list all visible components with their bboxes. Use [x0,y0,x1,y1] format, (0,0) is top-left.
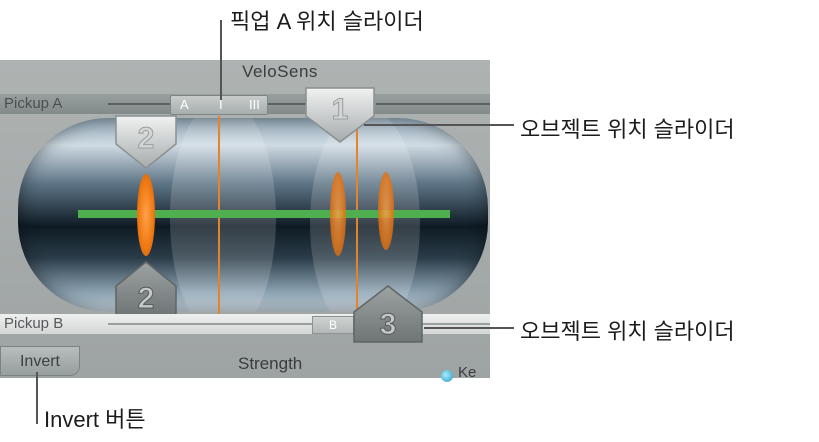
pickup-a-position-slider[interactable]: A I III [170,95,268,115]
pickup-b-position-slider[interactable]: B [312,316,354,334]
object-2-bottom-position-slider[interactable]: 2 [114,260,178,318]
pickup-b-mark: B [328,318,337,332]
callout-pickup-a-leader [220,20,222,100]
object-1-number: 1 [332,93,349,126]
object-2-top-number: 2 [138,122,155,155]
pickup-a-mark-i: I [219,97,223,112]
object-3-number: 3 [380,308,397,341]
callout-pickup-a-slider: 픽업 A 위치 슬라이더 [230,9,424,34]
velosens-label: VeloSens [242,62,318,81]
object-1-oval [330,172,346,256]
object-3-position-slider[interactable]: 3 [352,284,424,344]
pickup-b-track-left [108,323,312,325]
invert-button[interactable]: Invert [0,346,80,376]
string-line [78,210,450,218]
object-2-bottom-number: 2 [138,282,155,315]
pickup-a-track-right [376,103,490,105]
callout-invert-button: Invert 버튼 [44,407,146,432]
callout-object-bottom-leader [424,327,514,329]
pickup-a-track-mid [268,103,306,105]
pickup-a-label: Pickup A [4,95,63,112]
object-2-top-position-slider[interactable]: 2 [114,114,178,170]
ke-radio-icon[interactable] [441,370,453,382]
pickup-b-label: Pickup B [4,315,64,332]
callout-invert-leader [36,372,38,424]
callout-object-top-leader [364,124,514,126]
pickup-a-mark-a: A [180,97,189,112]
callout-object-slider-bottom: 오브젝트 위치 슬라이더 [520,319,735,344]
pickup-a-mark-iii: III [249,97,260,112]
pickup-a-track-left [108,103,170,105]
pickup-b-position-line [356,124,358,316]
object-1-position-slider[interactable]: 1 [304,86,376,144]
pickup-b-track-right [420,323,490,325]
object-3-oval [378,172,394,250]
ke-label: Ke [458,364,477,381]
callout-object-slider-top: 오브젝트 위치 슬라이더 [520,117,735,142]
pickup-a-oval [137,174,155,256]
strength-label: Strength [238,354,303,373]
